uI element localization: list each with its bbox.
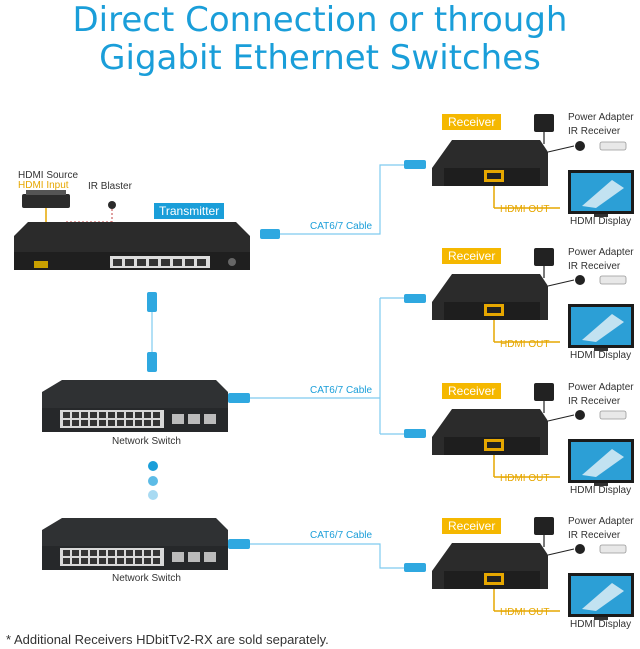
- ir-blaster-head: [108, 201, 116, 209]
- receivers-group: [404, 114, 634, 620]
- continuation-dot: [148, 461, 158, 471]
- ir-receiver-icon-4: [575, 544, 585, 554]
- tx-down-plug: [147, 292, 157, 312]
- receiver-badge-4: Receiver: [442, 518, 502, 534]
- hdmi-out-label-2: HDMI OUT: [500, 339, 550, 350]
- hdmi-display-label-4: HDMI Display: [570, 619, 632, 630]
- ir-receiver-label-1: IR Receiver: [568, 126, 621, 137]
- ir-receiver-label-4: IR Receiver: [568, 530, 621, 541]
- hdmi-display-label-2: HDMI Display: [570, 350, 632, 361]
- cable-switch2-to-rx4: [245, 543, 408, 569]
- network-switch-label-2: Network Switch: [112, 573, 181, 584]
- power-adapter-label-4: Power Adapter: [568, 516, 634, 527]
- cable-label-1: CAT6/7 Cable: [310, 221, 373, 232]
- switch2-cable-plug: [228, 539, 250, 549]
- hdmi-display-label-1: HDMI Display: [570, 216, 632, 227]
- network-switch-1: [42, 380, 228, 432]
- power-adapter-label-3: Power Adapter: [568, 382, 634, 393]
- power-adapter-label-1: Power Adapter: [568, 112, 634, 123]
- rx-cable-plug-3: [404, 429, 426, 438]
- network-switch-2: [42, 518, 228, 570]
- remote-control-icon-2: [599, 275, 627, 285]
- ir-receiver-icon-2: [575, 275, 585, 285]
- switch-up-plug: [147, 352, 157, 372]
- hdmi-out-label-1: HDMI OUT: [500, 204, 550, 215]
- cable-label-3: CAT6/7 Cable: [310, 530, 373, 541]
- switch1-cable-plug: [228, 393, 250, 403]
- power-adapter-label-2: Power Adapter: [568, 247, 634, 258]
- ir-receiver-label-3: IR Receiver: [568, 396, 621, 407]
- remote-control-icon-3: [599, 410, 627, 420]
- footnote: * Additional Receivers HDbitTv2-RX are s…: [6, 632, 329, 647]
- continuation-dot: [148, 490, 158, 500]
- hdmi-source-label: HDMI Source: [18, 170, 79, 181]
- page-title-line-1: Direct Connection or through: [72, 0, 568, 40]
- network-switch-label-1: Network Switch: [112, 436, 181, 447]
- ir-blaster-label: IR Blaster: [88, 181, 132, 192]
- cable-label-2: CAT6/7 Cable: [310, 385, 373, 396]
- ir-receiver-icon-1: [575, 141, 585, 151]
- tx-cable-plug: [260, 229, 280, 239]
- continuation-dot: [148, 476, 158, 486]
- power-adapter-icon-1: [534, 114, 554, 132]
- power-adapter-icon-2: [534, 248, 554, 266]
- ir-receiver-icon-3: [575, 410, 585, 420]
- transmitter-device: [14, 222, 250, 270]
- receiver-badge-2: Receiver: [442, 248, 502, 264]
- cable-tx-to-rx1: [262, 164, 408, 235]
- receiver-badge-1: Receiver: [442, 114, 502, 130]
- rx-cable-plug-4: [404, 563, 426, 572]
- rx-cable-plug-2: [404, 294, 426, 303]
- hdmi-input-label: HDMI Input: [18, 180, 69, 191]
- receiver-badge-3: Receiver: [442, 383, 502, 399]
- hdmi-source-device: [22, 190, 70, 208]
- rx-cable-plug-1: [404, 160, 426, 169]
- power-adapter-icon-4: [534, 517, 554, 535]
- ir-receiver-label-2: IR Receiver: [568, 261, 621, 272]
- transmitter-badge: Transmitter: [154, 203, 225, 219]
- remote-control-icon-4: [599, 544, 627, 554]
- hdmi-out-label-3: HDMI OUT: [500, 473, 550, 484]
- remote-control-icon-1: [599, 141, 627, 151]
- hdmi-display-label-3: HDMI Display: [570, 485, 632, 496]
- power-adapter-icon-3: [534, 383, 554, 401]
- page-title-line-2: Gigabit Ethernet Switches: [99, 38, 541, 78]
- hdmi-out-label-4: HDMI OUT: [500, 607, 550, 618]
